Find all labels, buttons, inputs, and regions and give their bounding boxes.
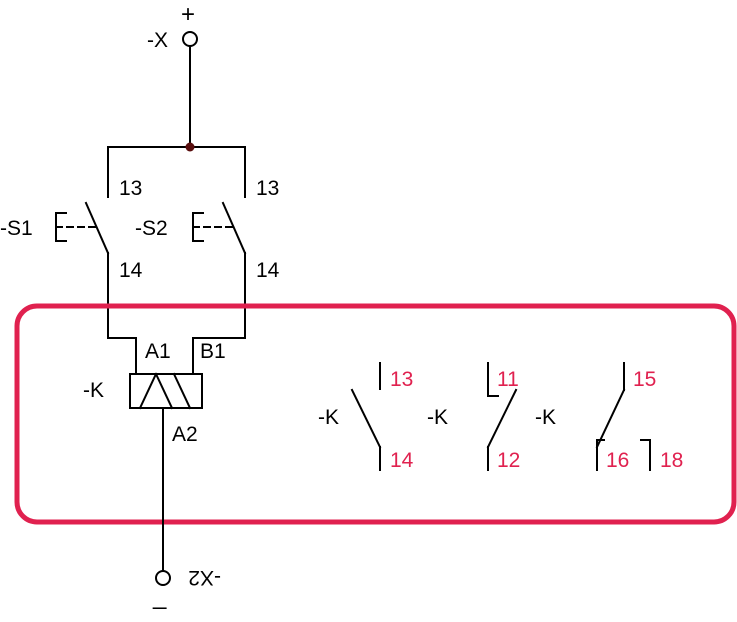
bottom-terminal-label: -X2	[188, 566, 221, 589]
s2-label: -S2	[135, 217, 168, 240]
coil-body	[129, 373, 203, 409]
bottom-terminal-circle	[155, 570, 171, 586]
nc-contact-label: -K	[427, 406, 448, 429]
nc-contact-top-hook	[487, 362, 499, 397]
co-contact-pin-no: 18	[660, 449, 683, 472]
coil-pin-a1: A1	[145, 340, 171, 363]
coil-a1-wire	[107, 337, 137, 375]
contact-nc-11-12: -K 11 12	[427, 362, 520, 472]
coil-mark-1	[138, 372, 158, 410]
s1-label: -S1	[0, 217, 33, 240]
top-terminal-circle	[182, 31, 198, 47]
s2-pin-top: 13	[256, 177, 279, 200]
coil-mark-3	[172, 372, 192, 410]
co-contact-no-hook	[640, 439, 651, 471]
switch-s1: -S1 13 14	[0, 146, 143, 339]
nc-contact-pin-bottom: 12	[497, 449, 520, 472]
nc-contact-blade	[486, 388, 518, 449]
highlight-frame	[14, 303, 737, 525]
coil-mark-2	[154, 372, 174, 410]
junction-dot	[185, 142, 195, 152]
switch-s2: -S2 13 14	[135, 146, 280, 339]
s1-contact-blade	[84, 201, 110, 255]
s2-pin-bottom: 14	[256, 259, 280, 282]
co-contact-blade	[595, 388, 626, 449]
no-contact-pin-bottom: 14	[390, 449, 414, 472]
contact-no-13-14: -K 13 14	[318, 362, 414, 472]
co-contact-nc-hook	[596, 439, 605, 471]
s2-contact-blade	[221, 201, 247, 255]
no-contact-blade	[350, 388, 382, 449]
coil-k: -K A1 B1 A2	[83, 340, 226, 446]
nc-contact-pin-top: 11	[497, 368, 519, 391]
negative-supply-symbol: _	[152, 583, 167, 610]
coil-b1-wire	[192, 337, 246, 375]
s1-pin-top: 13	[119, 177, 142, 200]
no-contact-label: -K	[318, 406, 339, 429]
top-terminal-label: -X	[147, 29, 168, 52]
positive-supply-symbol: +	[181, 1, 195, 28]
s1-pin-bottom: 14	[119, 259, 143, 282]
contact-changeover-15-16-18: -K 15 16 18	[535, 362, 683, 472]
no-contact-pin-top: 13	[390, 368, 413, 391]
co-contact-label: -K	[535, 406, 556, 429]
coil-pin-a2: A2	[172, 423, 198, 446]
co-contact-pin-nc: 16	[606, 449, 629, 472]
coil-label: -K	[83, 379, 104, 402]
coil-pin-b1: B1	[200, 340, 226, 363]
co-contact-pin-common: 15	[633, 368, 656, 391]
